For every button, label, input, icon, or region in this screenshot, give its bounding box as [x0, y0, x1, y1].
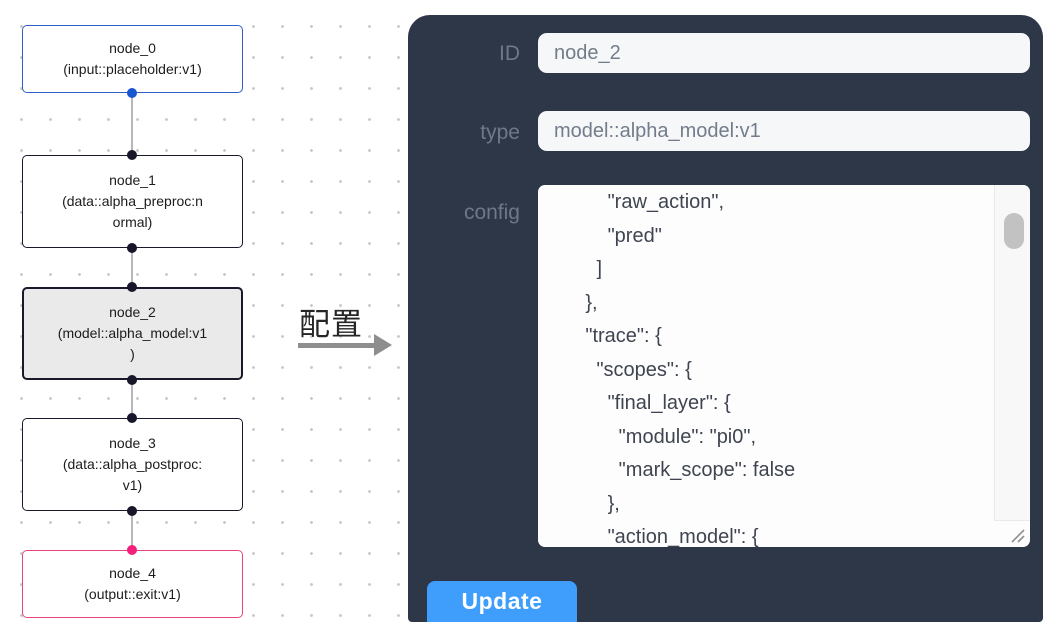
right-arrow-head-icon [374, 334, 392, 356]
handle-node4-target[interactable] [127, 545, 137, 555]
config-field-label: config [463, 201, 520, 224]
flow-node-node_3[interactable]: node_3 (data::alpha_postproc: v1) [22, 418, 243, 511]
edge-node0-node1 [131, 93, 133, 155]
flow-node-node_2-selected[interactable]: node_2 (model::alpha_model:v1 ) [22, 287, 243, 380]
edge-node3-node4 [131, 511, 133, 550]
config-json-textarea[interactable]: "raw_action", "pred" ] }, "trace": { "sc… [538, 185, 1030, 547]
id-input[interactable] [538, 33, 1030, 73]
handle-node1-source[interactable] [127, 243, 137, 253]
handle-node2-source[interactable] [127, 375, 137, 385]
handle-node1-target[interactable] [127, 150, 137, 160]
handle-node3-target[interactable] [127, 413, 137, 423]
flow-node-node_4[interactable]: node_4 (output::exit:v1) [22, 550, 243, 618]
handle-node0-source[interactable] [127, 88, 137, 98]
flow-node-node_0[interactable]: node_0 (input::placeholder:v1) [22, 25, 243, 93]
id-field-label: ID [499, 42, 520, 65]
config-json-content: "raw_action", "pred" ] }, "trace": { "sc… [585, 191, 796, 547]
type-input[interactable] [538, 111, 1030, 151]
config-scrollbar-thumb[interactable] [1004, 213, 1024, 249]
update-button[interactable]: Update [427, 581, 577, 622]
configure-annotation: 配置 [299, 307, 363, 342]
edge-node2-node3 [131, 380, 133, 418]
right-arrow-icon [298, 343, 376, 348]
edge-node1-node2 [131, 248, 133, 287]
node-config-panel: ID type config "raw_action", "pred" ] },… [408, 15, 1043, 622]
flow-node-node_1[interactable]: node_1 (data::alpha_preproc:n ormal) [22, 155, 243, 248]
type-field-label: type [480, 121, 520, 144]
handle-node2-target[interactable] [127, 282, 137, 292]
scrollbar-track-divider [994, 520, 1030, 521]
handle-node3-source[interactable] [127, 506, 137, 516]
resize-grip-icon[interactable] [1008, 526, 1026, 544]
